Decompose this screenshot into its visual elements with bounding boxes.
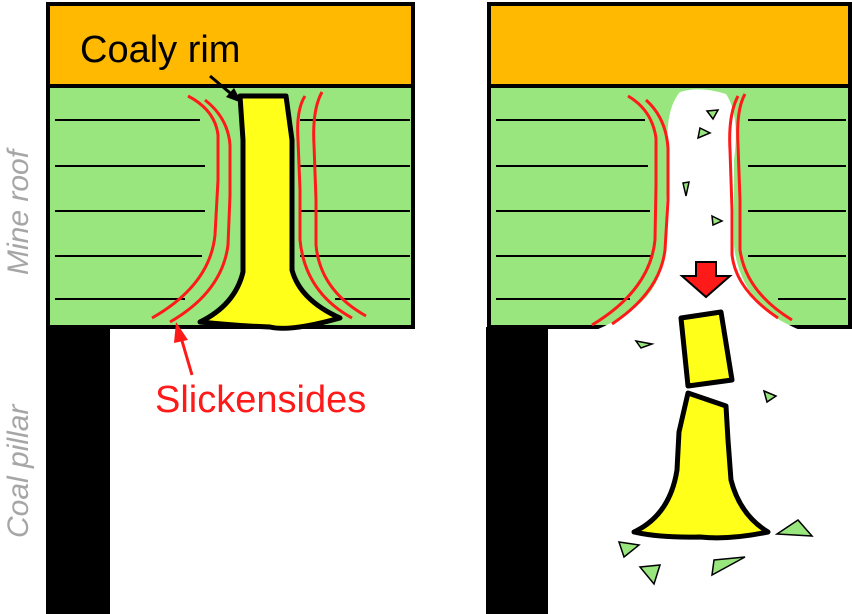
right-slickenside-lines bbox=[591, 93, 793, 327]
right-fallen-debris bbox=[617, 339, 814, 586]
left-overburden-layer bbox=[46, 2, 415, 88]
left-panel: Coaly rim Slickensides Mine roof Coal pi… bbox=[2, 2, 415, 614]
left-bedding-lines bbox=[55, 119, 410, 300]
left-coal-stump bbox=[197, 93, 343, 331]
right-overburden-layer bbox=[487, 2, 852, 88]
right-cavity-debris bbox=[682, 109, 724, 227]
coal-pillar-label: Coal pillar bbox=[2, 404, 35, 538]
slickensides-pointer bbox=[174, 322, 194, 376]
coaly-rim-pointer bbox=[209, 74, 242, 103]
right-bedding-lines bbox=[496, 119, 846, 300]
right-fall-cavity bbox=[596, 89, 800, 330]
slickensides-label: Slickensides bbox=[155, 379, 366, 421]
left-slickenside-lines bbox=[151, 91, 367, 324]
right-panel bbox=[486, 2, 852, 614]
coaly-rim-label: Coaly rim bbox=[80, 29, 240, 71]
left-coal-pillar bbox=[46, 327, 110, 614]
red-down-arrow-icon bbox=[679, 261, 733, 299]
mine-roof-label: Mine roof bbox=[2, 147, 35, 275]
right-stump-lower-fragment bbox=[631, 390, 771, 541]
right-stump-upper-fragment bbox=[678, 309, 735, 389]
right-coal-pillar bbox=[486, 327, 548, 614]
